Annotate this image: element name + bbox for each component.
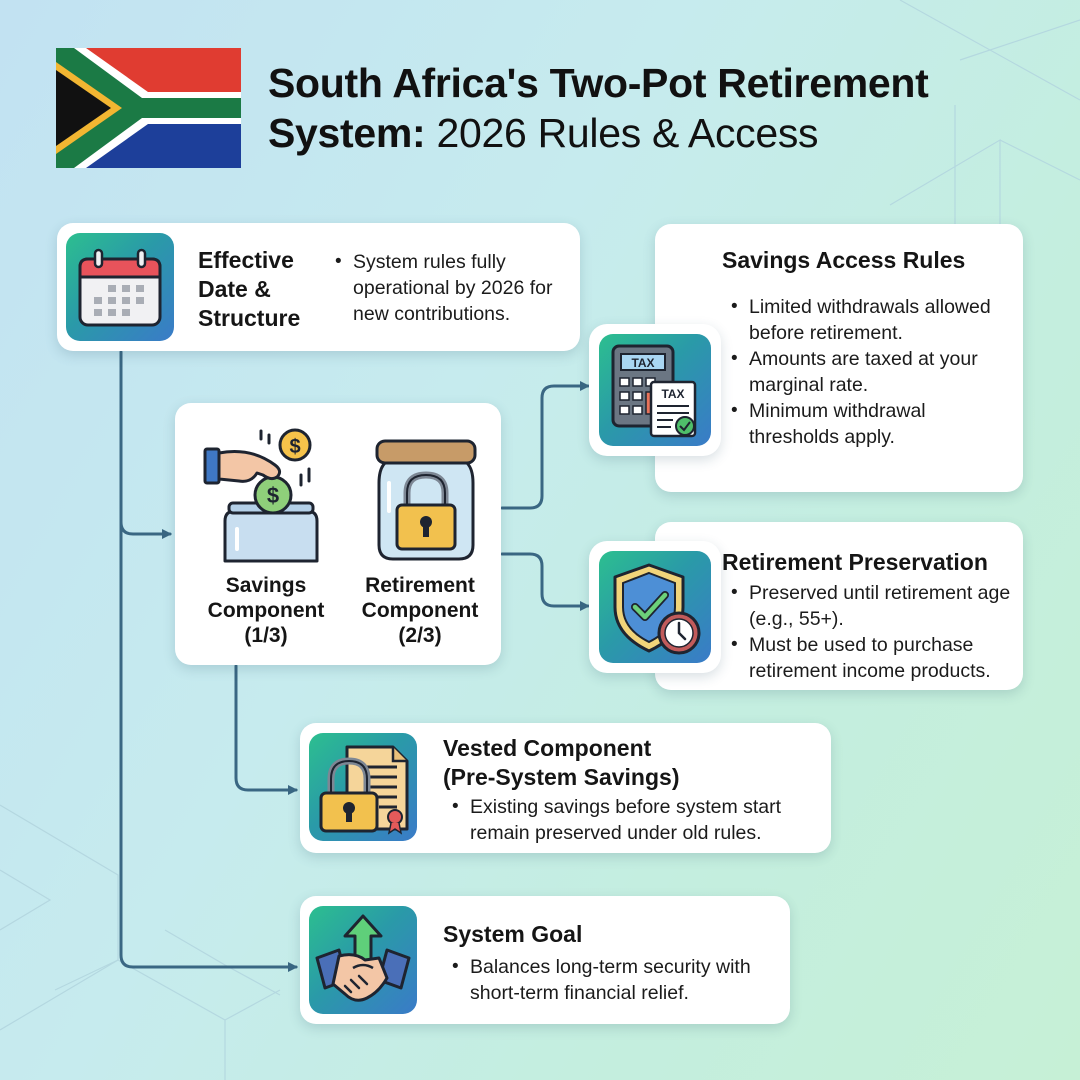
vested-component-card: Vested Component (Pre-System Savings) Ex… xyxy=(300,723,831,853)
title-line-2-bold: System: xyxy=(268,110,426,156)
system-goal-heading: System Goal xyxy=(443,921,583,947)
vested-heading: Vested Component (Pre-System Savings) xyxy=(443,734,823,792)
retirement-preservation-heading: Retirement Preservation xyxy=(722,549,988,575)
title-line-1: South Africa's Two-Pot Retirement xyxy=(268,60,929,106)
label-line: Savings xyxy=(225,574,307,597)
heading-line: Date & xyxy=(198,276,271,302)
savings-component-label: Savings Component (1/3) xyxy=(191,573,341,648)
savings-access-bullets: Limited withdrawals allowed before retir… xyxy=(727,294,1017,450)
heading-line: Vested Component xyxy=(443,735,652,761)
system-goal-card: System Goal Balances long-term security … xyxy=(300,896,790,1024)
page-title: South Africa's Two-Pot Retirement System… xyxy=(268,58,1058,158)
heading-line: Structure xyxy=(198,305,301,331)
bullet-item: Limited withdrawals allowed before retir… xyxy=(727,294,1017,346)
tax-calculator-icon: TAX TAX xyxy=(599,334,711,446)
bullet-item: Amounts are taxed at your marginal rate. xyxy=(727,346,1017,398)
calendar-icon xyxy=(66,233,174,341)
label-line: (1/3) xyxy=(244,624,288,647)
label-line: Retirement xyxy=(365,574,475,597)
locked-jar-icon xyxy=(371,427,481,563)
label-line: (2/3) xyxy=(398,624,442,647)
svg-text:$: $ xyxy=(267,483,279,508)
effective-date-heading: Effective Date & Structure xyxy=(198,246,328,333)
savings-access-icon-frame: TAX TAX xyxy=(589,324,721,456)
effective-date-card: Effective Date & Structure System rules … xyxy=(57,223,580,351)
label-line: Component xyxy=(361,599,479,622)
effective-date-bullets: System rules fully operational by 2026 f… xyxy=(331,249,571,327)
shield-check-clock-icon xyxy=(599,551,711,663)
south-africa-flag-icon xyxy=(56,48,241,168)
retirement-preservation-bullets: Preserved until retirement age (e.g., 55… xyxy=(727,580,1022,684)
tax-label-1: TAX xyxy=(631,356,654,370)
tax-label-2: TAX xyxy=(661,387,684,401)
savings-access-heading: Savings Access Rules xyxy=(722,247,966,273)
heading-line: (Pre-System Savings) xyxy=(443,764,680,790)
retirement-preservation-icon-frame xyxy=(589,541,721,673)
heading-line: Effective xyxy=(198,247,294,273)
bullet-item: Minimum withdrawal thresholds apply. xyxy=(727,398,1017,450)
bullet-item: Preserved until retirement age (e.g., 55… xyxy=(727,580,1022,632)
bullet-item: Must be used to purchase retirement inco… xyxy=(727,632,1022,684)
components-card: $ $ Savings Component (1/3) Retirement C… xyxy=(175,403,501,665)
bullet-item: System rules fully operational by 2026 f… xyxy=(331,249,571,327)
retirement-component-label: Retirement Component (2/3) xyxy=(345,573,495,648)
svg-text:$: $ xyxy=(289,436,300,458)
label-line: Component xyxy=(207,599,325,622)
title-line-2-regular: 2026 Rules & Access xyxy=(425,110,819,156)
vested-bullets: Existing savings before system start rem… xyxy=(448,794,828,846)
hand-coin-jar-icon: $ $ xyxy=(201,425,321,563)
system-goal-bullets: Balances long-term security with short-t… xyxy=(448,954,778,1006)
lock-document-icon xyxy=(309,733,417,841)
bullet-item: Balances long-term security with short-t… xyxy=(448,954,778,1006)
handshake-arrow-icon xyxy=(309,906,417,1014)
bullet-item: Existing savings before system start rem… xyxy=(448,794,828,846)
